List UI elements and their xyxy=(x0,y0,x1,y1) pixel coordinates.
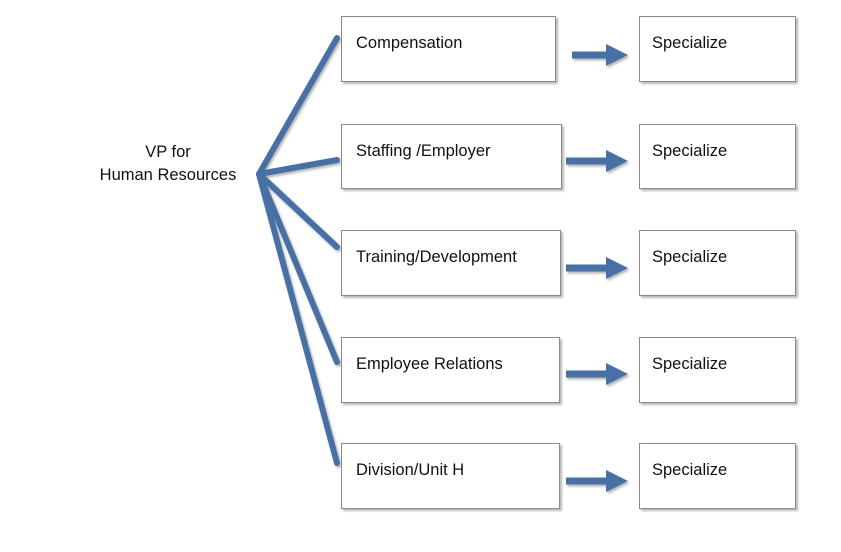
arrow-right-icon xyxy=(566,150,628,172)
department-box-training: Training/Development xyxy=(341,230,561,296)
root-node-vp-hr: VP for Human Resources xyxy=(80,141,256,187)
arrow-right-icon xyxy=(566,257,628,279)
outcome-label: Specialize xyxy=(652,355,728,373)
arrow-right-icon xyxy=(566,363,628,385)
department-label: Division/Unit H xyxy=(356,461,465,479)
outcome-label: Specialize xyxy=(652,34,728,52)
outcome-box-specialize-1: Specialize xyxy=(639,16,796,82)
outcome-label: Specialize xyxy=(652,461,728,479)
outcome-label: Specialize xyxy=(652,142,728,160)
outcome-box-specialize-3: Specialize xyxy=(639,230,796,296)
root-title-line1: VP for xyxy=(145,143,191,161)
outcome-box-specialize-5: Specialize xyxy=(639,443,796,509)
connector-line-training xyxy=(256,171,340,250)
connector-line-employee-relations xyxy=(256,171,340,365)
department-label: Staffing /Employer xyxy=(356,142,491,160)
department-box-employee-relations: Employee Relations xyxy=(341,337,560,403)
arrow-right-icon xyxy=(572,44,628,66)
department-label: Training/Development xyxy=(356,248,517,266)
outcome-box-specialize-4: Specialize xyxy=(639,337,796,403)
outcome-label: Specialize xyxy=(652,248,728,266)
department-label: Compensation xyxy=(356,34,463,52)
department-box-staffing: Staffing /Employer xyxy=(341,124,562,189)
root-title-line2: Human Resources xyxy=(99,166,237,184)
connector-line-division xyxy=(256,171,340,466)
connector-line-compensation xyxy=(256,35,340,177)
connector-line-staffing xyxy=(256,157,340,177)
department-box-compensation: Compensation xyxy=(341,16,556,82)
arrow-right-icon xyxy=(566,470,628,492)
department-box-division: Division/Unit H xyxy=(341,443,560,509)
outcome-box-specialize-2: Specialize xyxy=(639,124,796,189)
department-label: Employee Relations xyxy=(356,355,503,373)
